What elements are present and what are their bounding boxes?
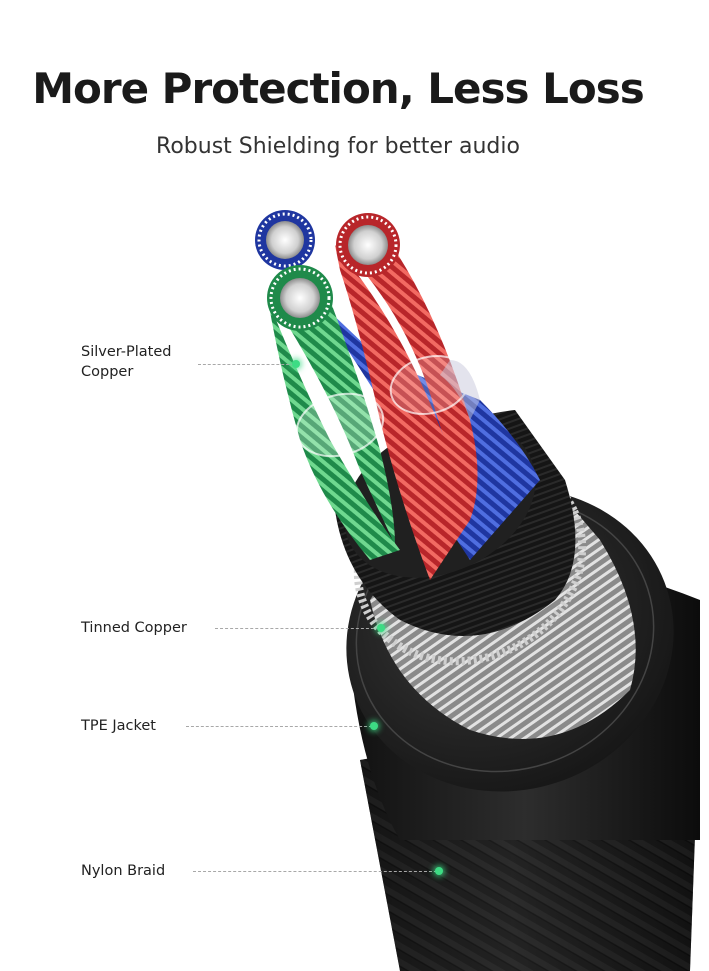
leader-line-nylon-braid (193, 871, 437, 872)
green-wire (268, 300, 400, 560)
leader-line-silver-plated-copper (198, 364, 294, 365)
label-silver-plated-copper-line1: Silver-Plated (81, 344, 172, 360)
label-tpe-jacket: TPE Jacket (81, 718, 156, 734)
red-wire (335, 245, 470, 580)
marker-dot-tpe-jacket (370, 722, 378, 730)
marker-dot-nylon-braid (435, 867, 443, 875)
label-silver-plated-copper: Silver-Plated Copper (81, 342, 172, 382)
label-tinned-copper: Tinned Copper (81, 620, 187, 636)
subheadline: Robust Shielding for better audio (156, 134, 520, 159)
red-wire-tip (336, 213, 400, 277)
leader-line-tpe-jacket (186, 726, 372, 727)
blue-wire-tip (255, 210, 315, 270)
label-silver-plated-copper-line2: Copper (81, 364, 134, 380)
label-nylon-braid: Nylon Braid (81, 863, 166, 879)
leader-line-tinned-copper (215, 628, 379, 629)
headline: More Protection, Less Loss (32, 64, 645, 113)
marker-dot-tinned-copper (377, 624, 385, 632)
green-wire-tip (267, 265, 333, 331)
marker-dot-silver-plated-copper (292, 360, 300, 368)
